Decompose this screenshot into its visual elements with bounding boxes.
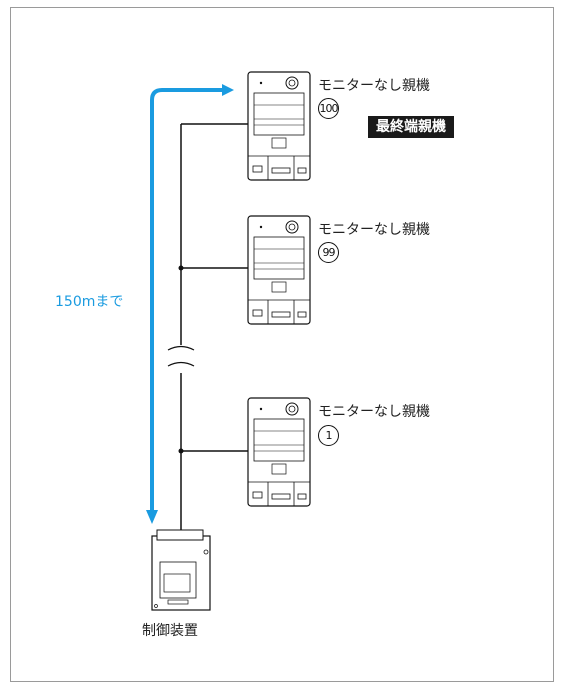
intercom-unit-1 — [247, 397, 311, 507]
distance-arrow — [146, 84, 234, 524]
wire-break-mark — [167, 345, 195, 367]
unit-100-number: 100 — [318, 98, 339, 119]
unit-99-number: 99 — [318, 242, 339, 263]
junction-dot — [178, 448, 184, 454]
last-unit-badge: 最終端親機 — [368, 116, 454, 138]
diagram-frame — [10, 7, 554, 682]
unit-100-label: モニターなし親機 — [318, 78, 430, 94]
unit-1-label: モニターなし親機 — [318, 404, 430, 420]
junction-dot — [178, 265, 184, 271]
intercom-unit-100 — [247, 71, 311, 181]
bus-wire — [180, 123, 248, 533]
control-device — [151, 529, 211, 611]
unit-99-label: モニターなし親機 — [318, 222, 430, 238]
control-device-label: 制御装置 — [142, 623, 198, 639]
intercom-unit-99 — [247, 215, 311, 325]
distance-label: 150mまで — [55, 294, 124, 310]
unit-1-number: 1 — [318, 425, 339, 446]
